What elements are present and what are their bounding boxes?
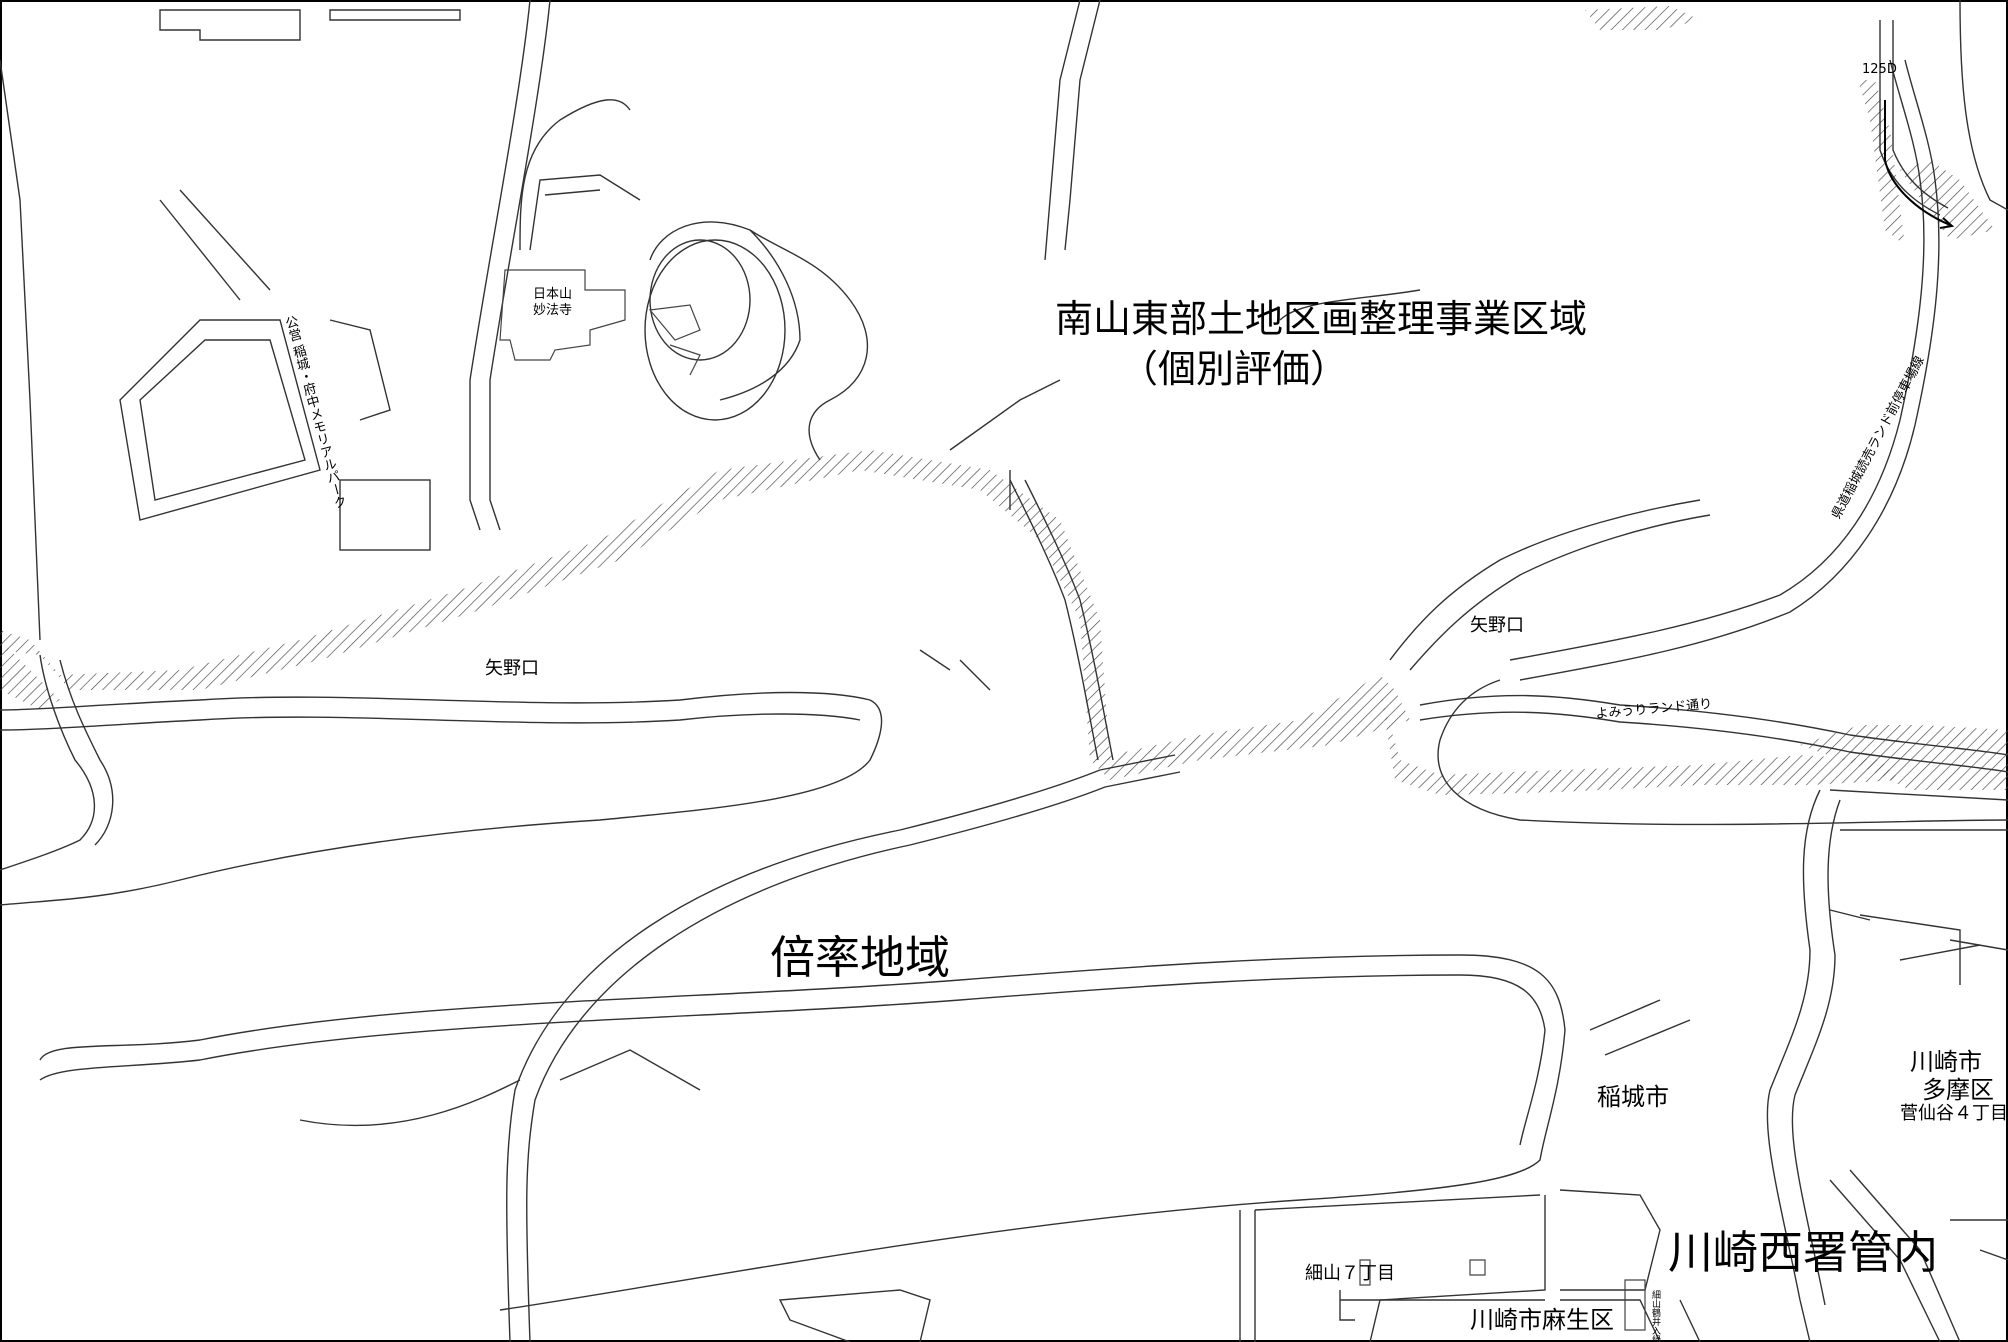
readjustment-note-label: （個別評価） bbox=[1120, 347, 1349, 391]
temple-name-line2: 妙法寺 bbox=[533, 303, 573, 318]
inagi-city-label: 稲城市 bbox=[1597, 1083, 1669, 1111]
route-arrow bbox=[1884, 100, 1955, 229]
route-code-label: 125D bbox=[1862, 62, 1897, 77]
kawasaki-city-label: 川崎市 bbox=[1910, 1048, 1982, 1076]
small-park-label: 細山鶴井入緑地北公園 bbox=[1650, 1290, 1660, 1342]
temple-name-line1: 日本山 bbox=[533, 287, 573, 302]
multiplier-area-label: 倍率地域 bbox=[770, 931, 951, 984]
police-jurisdiction-label: 川崎西署管内 bbox=[1668, 1226, 1939, 1279]
yanokuchi-east-label: 矢野口 bbox=[1470, 615, 1524, 636]
boundary-hatching bbox=[0, 6, 2008, 795]
sugesendani-label: 菅仙谷４丁目 bbox=[1900, 1103, 2008, 1124]
readjustment-area-label: 南山東部土地区画整理事業区域 bbox=[1055, 297, 1588, 341]
asao-ward-label: 川崎市麻生区 bbox=[1470, 1306, 1614, 1334]
yanokuchi-west-label: 矢野口 bbox=[485, 658, 539, 679]
building-footprints bbox=[499, 269, 1646, 1331]
hosoyama-label: 細山７丁目 bbox=[1305, 1263, 1395, 1284]
tama-ward-label: 多摩区 bbox=[1922, 1076, 1994, 1104]
